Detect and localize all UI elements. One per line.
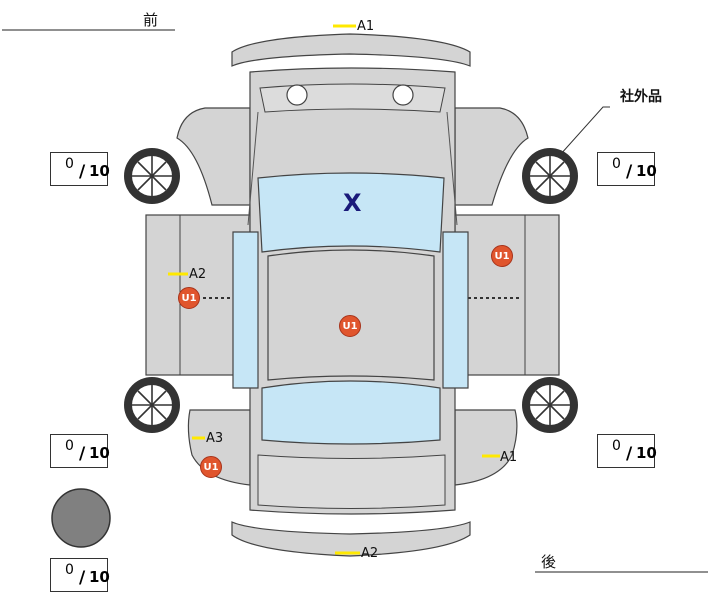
trunk xyxy=(257,454,446,509)
tread-indicator-front-right: 0 / 10 xyxy=(597,152,657,186)
badge-left-rear: U1 xyxy=(200,456,222,478)
left-side-window xyxy=(232,231,259,389)
tread-value: 0 xyxy=(65,438,74,454)
wheel-front-right xyxy=(522,148,578,204)
right-rear-quarter xyxy=(454,409,518,486)
aftermarket-label: 社外品 xyxy=(620,89,662,105)
wheel-rear-right xyxy=(522,377,578,433)
tread-value: 0 xyxy=(65,156,74,172)
right-front-fender xyxy=(454,107,529,206)
badge-roof: U1 xyxy=(339,315,361,337)
badge-left-door: U1 xyxy=(178,287,200,309)
tread-value: 0 xyxy=(65,562,74,578)
tread-max: 10 xyxy=(636,444,657,462)
left-headlight xyxy=(286,84,308,106)
hood-crease-left xyxy=(247,111,259,226)
left-front-fender xyxy=(176,107,251,206)
tread-separator: / xyxy=(79,444,86,464)
windshield xyxy=(257,172,445,253)
spare-tire-icon xyxy=(51,488,111,548)
rear-window xyxy=(261,380,441,445)
tread-max: 10 xyxy=(636,162,657,180)
right-door-panel xyxy=(454,214,560,376)
right-headlight xyxy=(392,84,414,106)
tread-separator: / xyxy=(626,162,633,182)
tread-indicator-rear-left: 0 / 10 xyxy=(50,434,110,468)
tread-indicator-rear-right: 0 / 10 xyxy=(597,434,657,468)
tread-indicator-front-left: 0 / 10 xyxy=(50,152,110,186)
hood-crease-right xyxy=(446,111,458,226)
damage-code-left-rear: A3 xyxy=(206,431,224,446)
aftermarket-leader-line xyxy=(559,106,610,156)
wheel-rear-left xyxy=(124,377,180,433)
wheel-front-left xyxy=(124,148,180,204)
right-side-window xyxy=(442,231,469,389)
tread-indicator-spare: 0 / 10 xyxy=(50,558,110,592)
rear-label: 後 xyxy=(541,553,557,571)
tread-value: 0 xyxy=(612,438,621,454)
front-bumper xyxy=(231,33,471,67)
badge-right-door: U1 xyxy=(491,245,513,267)
tread-value: 0 xyxy=(612,156,621,172)
tread-max: 10 xyxy=(89,162,110,180)
damage-code-right-rear: A1 xyxy=(500,450,518,465)
damage-code-rear-bumper: A2 xyxy=(361,546,379,561)
tread-separator: / xyxy=(79,568,86,588)
tread-max: 10 xyxy=(89,568,110,586)
tread-max: 10 xyxy=(89,444,110,462)
front-label: 前 xyxy=(143,11,159,29)
rear-bumper xyxy=(231,521,471,557)
tread-separator: / xyxy=(79,162,86,182)
windshield-x-mark: X xyxy=(343,189,362,217)
tread-separator: / xyxy=(626,444,633,464)
damage-code-front-bumper: A1 xyxy=(357,19,375,34)
damage-code-left-door: A2 xyxy=(189,267,207,282)
